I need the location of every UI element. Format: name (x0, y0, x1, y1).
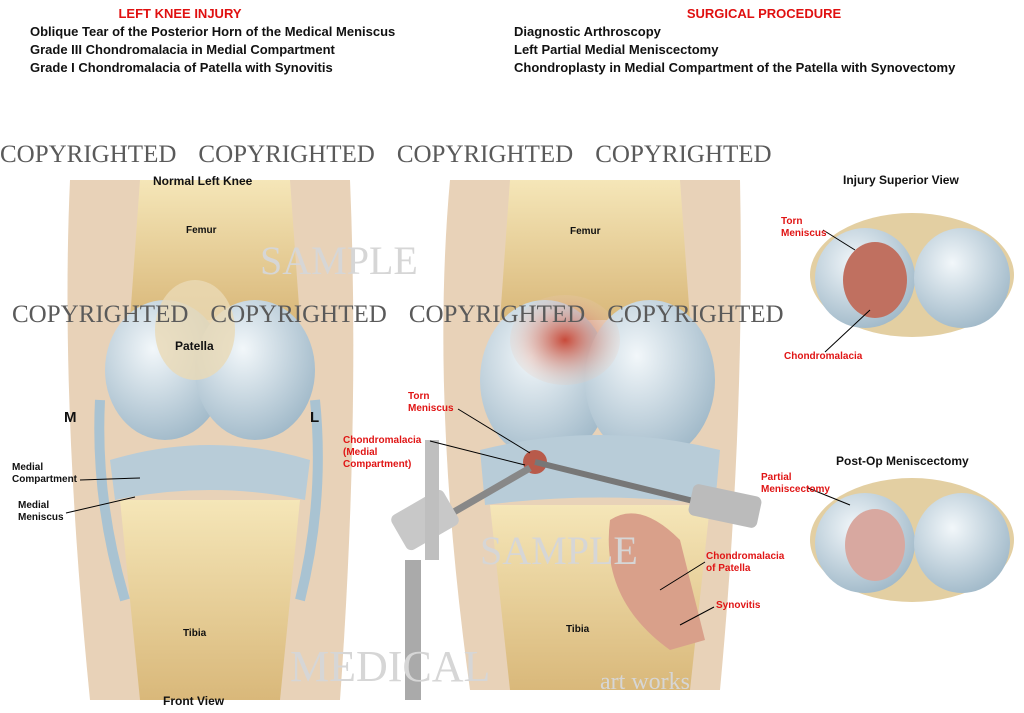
injury-line: Grade I Chondromalacia of Patella with S… (30, 60, 333, 75)
normal-knee-title: Normal Left Knee (153, 174, 253, 188)
injury-title: LEFT KNEE INJURY (118, 6, 242, 21)
procedure-line: Diagnostic Arthroscopy (514, 24, 661, 39)
femur-label: Femur (186, 225, 217, 236)
chondromalacia-patella-label: Chondromalacia of Patella (706, 551, 785, 574)
procedure-line: Left Partial Medial Meniscectomy (514, 42, 719, 57)
injury-superior-view-drawing (810, 213, 1014, 337)
postop-view-drawing (810, 478, 1014, 602)
normal-knee-drawing (67, 180, 354, 700)
medial-side-label: M (64, 409, 77, 426)
injury-line: Oblique Tear of the Posterior Horn of th… (30, 24, 396, 39)
partial-meniscectomy-label: Partial Meniscectomy (761, 472, 830, 495)
patella-label: Patella (175, 339, 214, 353)
synovitis-label: Synovitis (716, 600, 761, 611)
medial-compartment-label: Medial Compartment (12, 462, 78, 485)
surgical-knee-drawing (391, 180, 762, 700)
injury-summary: LEFT KNEE INJURY Oblique Tear of the Pos… (30, 5, 440, 77)
front-view-caption: Front View (163, 694, 225, 708)
lateral-side-label: L (310, 409, 320, 426)
torn-meniscus-label: Torn Meniscus (408, 391, 454, 414)
chondromalacia-label: Chondromalacia (784, 351, 863, 362)
torn-meniscus-label: Torn Meniscus (781, 216, 827, 239)
tibia-label: Tibia (183, 628, 207, 639)
injury-view-title: Injury Superior View (843, 173, 959, 187)
postop-view-title: Post-Op Meniscectomy (836, 454, 969, 468)
procedure-line: Chondroplasty in Medial Compartment of t… (514, 60, 956, 75)
tibia-label: Tibia (566, 624, 590, 635)
medial-meniscus-label: Medial Meniscus (18, 500, 64, 523)
chondromalacia-medial-label: Chondromalacia (Medial Compartment) (343, 435, 422, 470)
procedure-title: SURGICAL PROCEDURE (686, 6, 842, 21)
injury-line: Grade III Chondromalacia in Medial Compa… (30, 42, 335, 57)
femur-label: Femur (570, 226, 601, 237)
procedure-summary: SURGICAL PROCEDURE Diagnostic Arthroscop… (514, 5, 1014, 77)
